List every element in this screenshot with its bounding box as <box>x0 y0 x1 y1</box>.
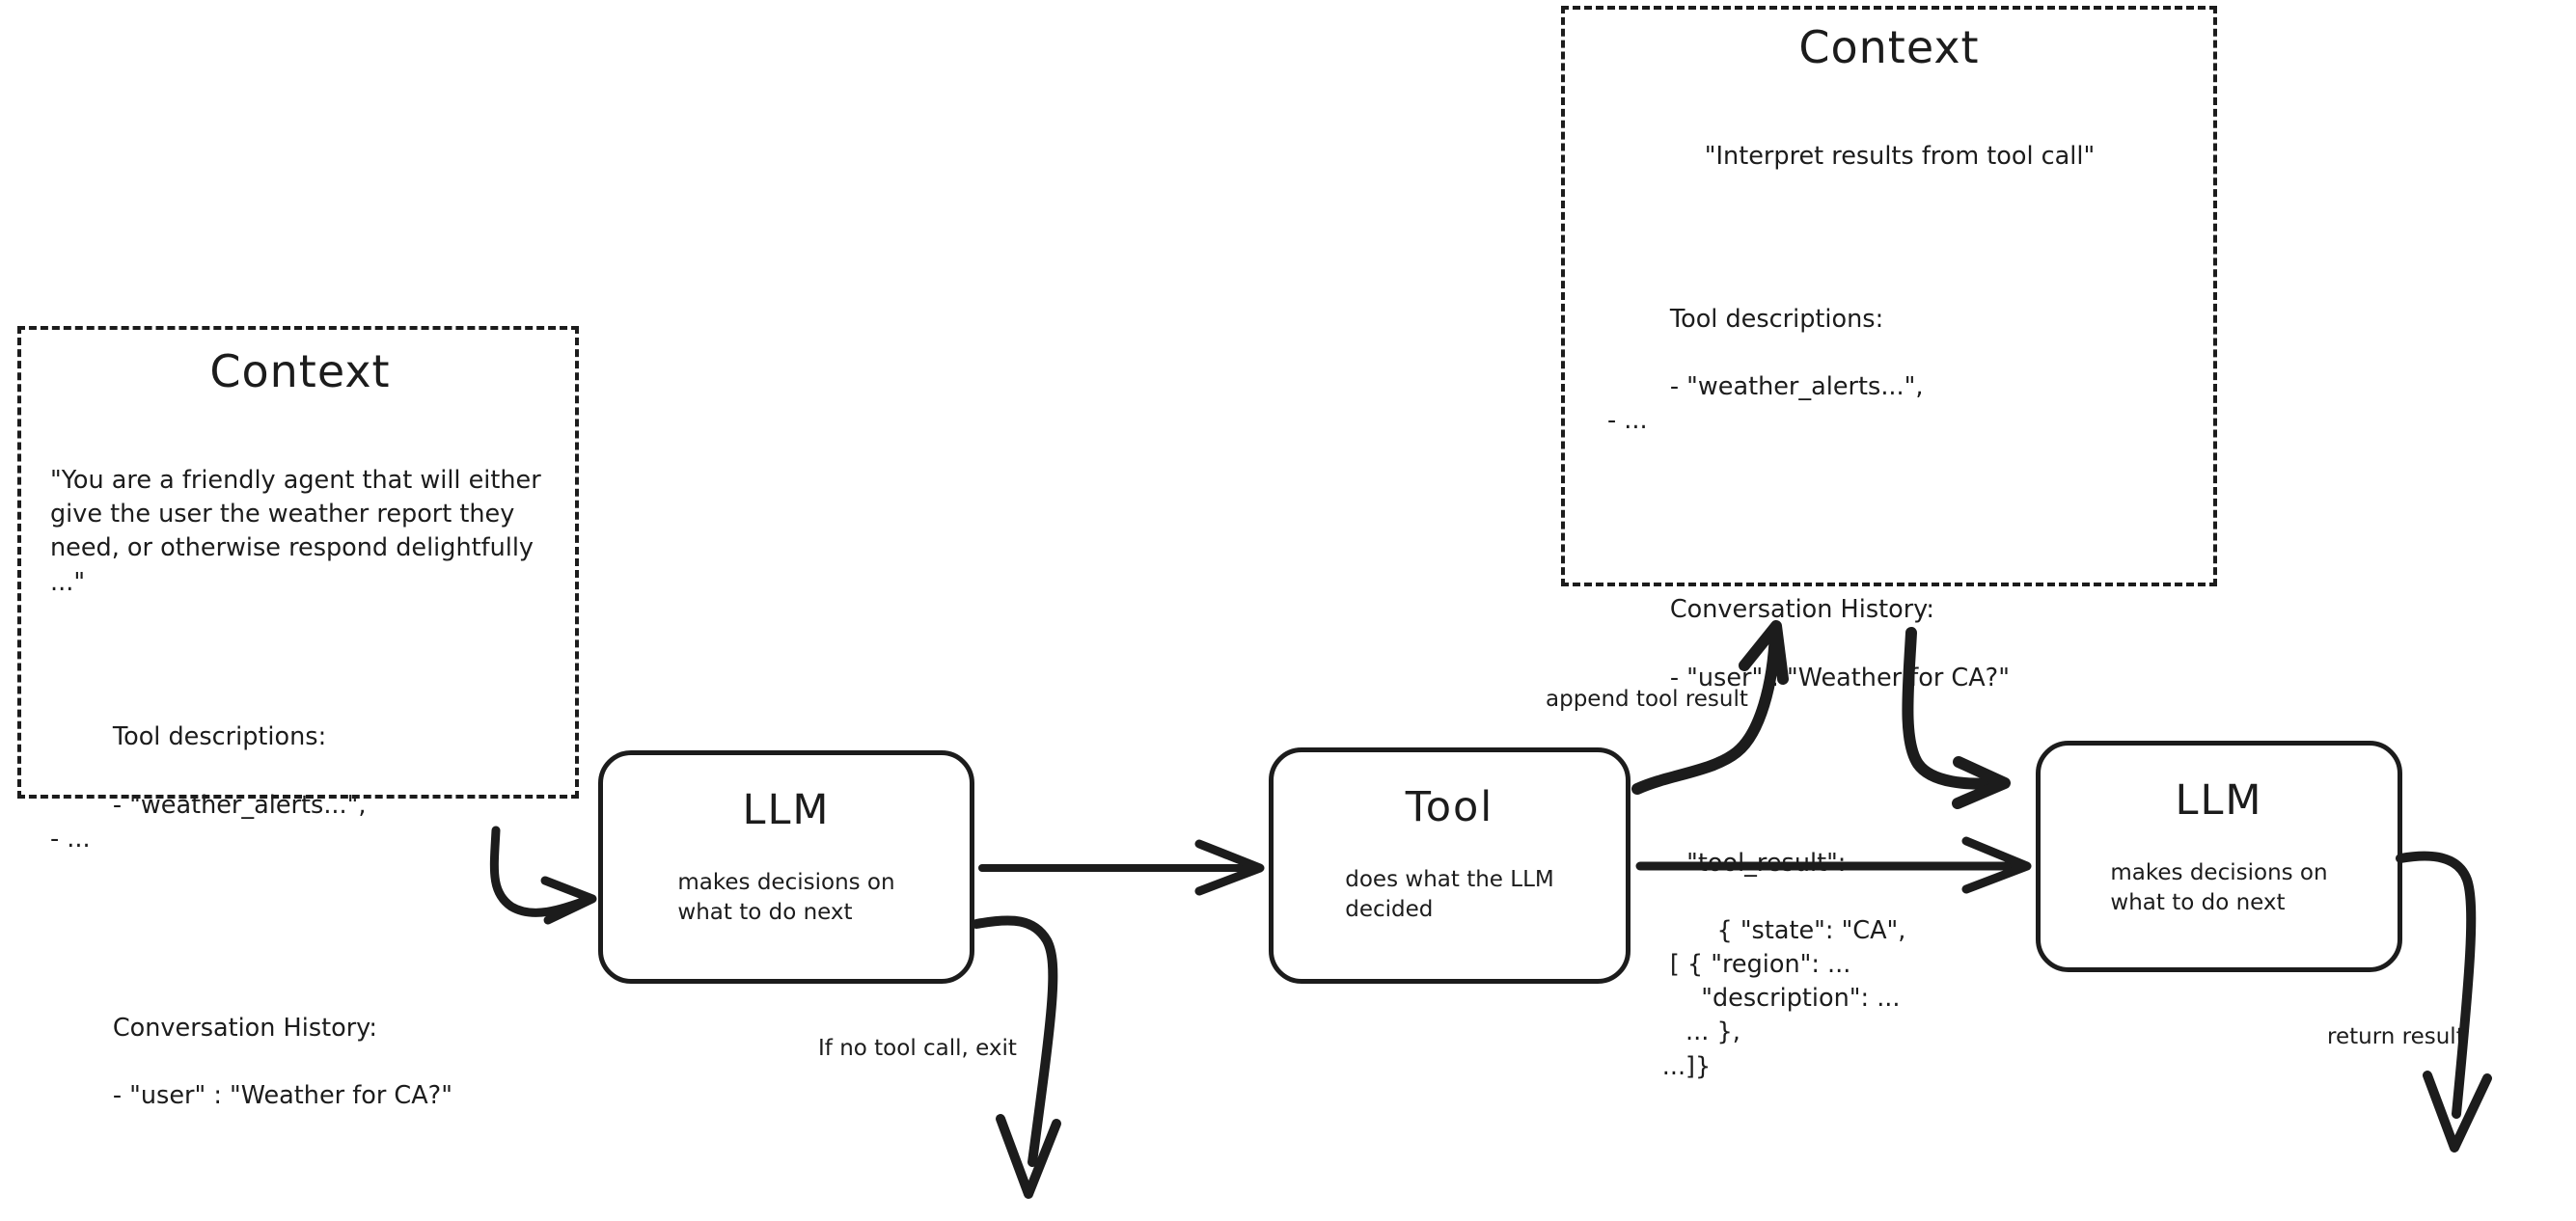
tool-result-label: - "tool_result": <box>1669 848 1847 878</box>
node-title: LLM <box>2175 776 2263 825</box>
tool-descriptions-header: Tool descriptions: <box>1669 304 1884 334</box>
node-subtitle: makes decisions on what to do next <box>2110 860 2328 916</box>
arrow-llm-to-tool <box>978 839 1265 896</box>
context-box-initial: Context "You are a friendly agent that w… <box>17 326 579 1110</box>
conversation-history-header: Conversation History: <box>1669 595 1935 625</box>
conversation-history-header: Conversation History: <box>112 1013 378 1043</box>
edge-label-if-no-tool-call-exit: If no tool call, exit <box>818 1036 1017 1061</box>
arrow-llm2-return <box>2396 851 2492 1153</box>
system-prompt-text: "Interpret results from tool call" <box>1704 141 2096 171</box>
context-title: Context <box>1798 21 1980 73</box>
tool-result-body: { "state": "CA", [ { "region": ... "desc… <box>1661 915 1906 1081</box>
tool-descriptions-block: Tool descriptions: - "weather_alerts..."… <box>50 687 550 890</box>
node-title: Tool <box>1405 783 1494 831</box>
edge-label-append-tool-result: append tool result <box>1546 687 1748 712</box>
tool-descriptions-items: - "weather_alerts...", - ... <box>1607 372 1924 436</box>
node-subtitle: does what the LLM decided <box>1345 867 1554 923</box>
context-title: Context <box>209 345 391 397</box>
tool-descriptions-block: Tool descriptions: - "weather_alerts..."… <box>1607 269 2192 473</box>
conversation-history-items: - "user" : "Weather for CA?" <box>112 1081 452 1111</box>
context-box-after-tool: Context "Interpret results from tool cal… <box>1561 6 2217 1081</box>
tool-descriptions-items: - "weather_alerts...", - ... <box>50 790 367 854</box>
node-llm-first[interactable]: LLM makes decisions on what to do next <box>598 750 974 984</box>
node-subtitle: makes decisions on what to do next <box>677 870 895 926</box>
context-body: "You are a friendly agent that will eith… <box>50 396 550 1215</box>
node-llm-second[interactable]: LLM makes decisions on what to do next <box>2036 741 2402 972</box>
tool-result-block: - "tool_result": { "state": "CA", [ { "r… <box>1607 812 2192 1118</box>
tool-descriptions-header: Tool descriptions: <box>112 722 327 752</box>
node-title: LLM <box>742 786 831 834</box>
conversation-history-block: Conversation History: - "user" : "Weathe… <box>50 978 550 1148</box>
context-body: "Interpret results from tool call" Tool … <box>1586 72 2192 1186</box>
system-prompt-text: "You are a friendly agent that will eith… <box>50 465 549 597</box>
node-tool[interactable]: Tool does what the LLM decided <box>1269 747 1631 984</box>
edge-label-return-result: return result <box>2327 1024 2465 1049</box>
